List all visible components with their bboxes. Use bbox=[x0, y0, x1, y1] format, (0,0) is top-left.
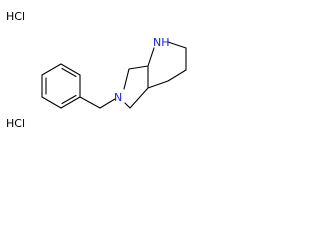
double-bond-inner bbox=[61, 94, 77, 105]
double-bond-inner bbox=[61, 67, 77, 78]
bond bbox=[60, 96, 81, 109]
pyrrolidine-ring bbox=[123, 65, 149, 109]
hcl-label-top: HCl bbox=[6, 10, 25, 23]
bond bbox=[129, 87, 149, 109]
bond bbox=[41, 63, 62, 76]
bond bbox=[147, 47, 155, 67]
bond bbox=[79, 96, 101, 109]
bond bbox=[147, 80, 169, 89]
bond bbox=[167, 41, 187, 49]
bond bbox=[123, 68, 130, 90]
molecule-drawing: HCl HCl bbox=[6, 10, 187, 130]
nitrogen-label-nh: NH bbox=[153, 36, 170, 49]
bond bbox=[99, 98, 116, 109]
structure-canvas: HCl HCl bbox=[0, 0, 206, 141]
benzyl-linker bbox=[79, 96, 116, 109]
bond bbox=[60, 63, 81, 76]
nitrogen-label-ring: N bbox=[114, 91, 122, 104]
bond bbox=[128, 65, 149, 70]
benzene-ring bbox=[41, 63, 81, 109]
bond bbox=[41, 96, 62, 109]
piperidine-ring bbox=[147, 41, 187, 89]
bond bbox=[167, 69, 187, 82]
bond bbox=[124, 102, 131, 109]
hcl-label-bottom: HCl bbox=[6, 117, 25, 130]
